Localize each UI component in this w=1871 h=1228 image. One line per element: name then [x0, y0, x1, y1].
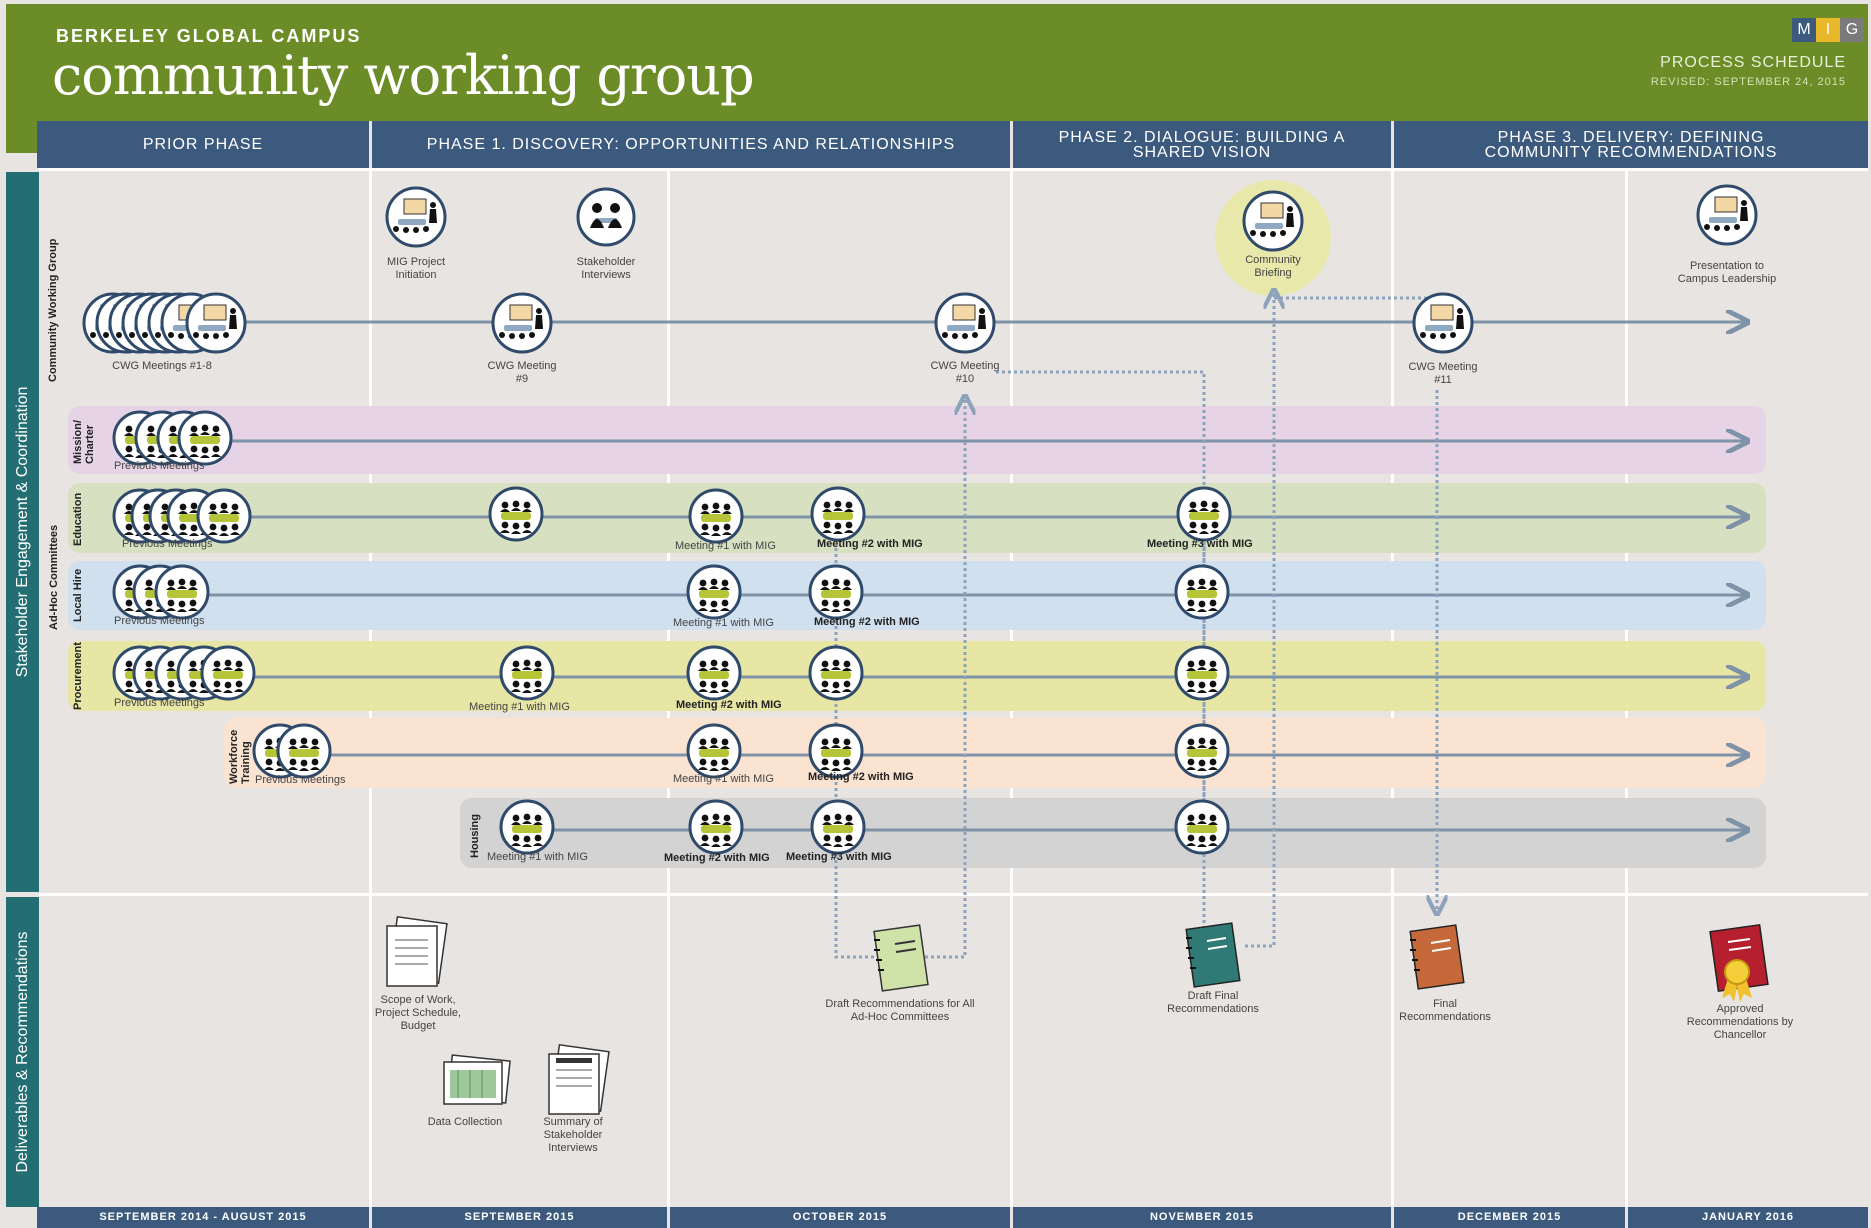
workforce-meeting-3-node [1174, 723, 1230, 779]
housing-meeting-2-node [688, 799, 744, 855]
presentation-leadership-node [1696, 184, 1758, 246]
education-meeting-2-node [810, 486, 866, 542]
label-community-briefing: Community Briefing [1245, 254, 1301, 279]
procurement-meeting-4-node [1174, 645, 1230, 701]
label-procurement-m2: Meeting #2 with MIG [676, 699, 782, 711]
education-meeting-1-node [688, 488, 744, 544]
month-prior: SEPTEMBER 2014 - AUGUST 2015 [37, 1207, 369, 1228]
schedule-title: PROCESS SCHEDULE [1660, 54, 1846, 71]
education-previous-meetings [112, 488, 252, 544]
education-node [488, 486, 544, 542]
procurement-meeting-2-node [686, 645, 742, 701]
procurement-meeting-3-node [808, 645, 864, 701]
label-mig-initiation: MIG Project Initiation [386, 256, 446, 281]
phase-3: PHASE 3. DELIVERY: DEFINING COMMUNITY RE… [1394, 121, 1868, 168]
label-cwg-meeting-9: CWG Meeting #9 [487, 360, 557, 385]
summary-document-icon [548, 1043, 610, 1115]
month-jan-2016: JANUARY 2016 [1628, 1207, 1868, 1228]
label-education-m2: Meeting #2 with MIG [817, 538, 923, 550]
draft-notebook-icon [873, 924, 929, 992]
grid-line [39, 168, 1868, 171]
final-notebook-icon [1409, 924, 1465, 990]
label-previous-localhire: Previous Meetings [114, 615, 205, 627]
approved-book-ribbon-icon [1709, 923, 1769, 1002]
brand-title: BERKELEY GLOBAL CAMPUS [56, 26, 362, 46]
label-draft-final: Draft Final Recommendations [1167, 990, 1259, 1015]
scope-document-icon [386, 915, 448, 987]
draft-final-notebook-icon [1185, 922, 1241, 988]
localhire-meeting-1-node [686, 564, 742, 620]
phase-2: PHASE 2. DIALOGUE: BUILDING A SHARED VIS… [1013, 121, 1391, 168]
housing-meeting-3-node [810, 799, 866, 855]
label-previous-education: Previous Meetings [122, 538, 213, 550]
label-approved: Approved Recommendations by Chancellor [1686, 1003, 1794, 1041]
month-dec-2015: DECEMBER 2015 [1394, 1207, 1625, 1228]
label-cwg-meetings-1-8: CWG Meetings #1-8 [112, 360, 212, 372]
month-nov-2015: NOVEMBER 2015 [1013, 1207, 1391, 1228]
label-draft: Draft Recommendations for All Ad-Hoc Com… [825, 998, 975, 1023]
header-banner: BERKELEY GLOBAL CAMPUS community working… [6, 4, 1868, 121]
housing-meeting-4-node [1174, 799, 1230, 855]
workforce-meeting-1-node [686, 723, 742, 779]
label-workforce-m2: Meeting #2 with MIG [808, 771, 914, 783]
label-housing-m1: Meeting #1 with MIG [487, 851, 588, 863]
page-title: community working group [52, 44, 755, 107]
localhire-previous-meetings [112, 564, 210, 620]
logo-letter-g: G [1840, 18, 1864, 42]
logo-letter-i: I [1816, 18, 1840, 42]
cwg-meeting-10-node [934, 292, 996, 354]
grid-line [39, 893, 1868, 896]
label-final: Final Recommendations [1399, 998, 1491, 1023]
section-engagement: Stakeholder Engagement & Coordination [6, 172, 39, 892]
cwg-meeting-11-node [1412, 292, 1474, 354]
data-collection-icon [443, 1054, 511, 1105]
stakeholder-interviews-node [576, 187, 636, 247]
band-workforce [224, 718, 1766, 788]
label-scope: Scope of Work, Project Schedule, Budget [374, 994, 462, 1032]
label-previous-workforce: Previous Meetings [255, 774, 346, 786]
localhire-meeting-2-node [808, 564, 864, 620]
procurement-meeting-1-node [499, 645, 555, 701]
workforce-previous-meetings [252, 723, 332, 779]
label-education-m3: Meeting #3 with MIG [1147, 538, 1253, 550]
label-data-collection: Data Collection [427, 1116, 503, 1128]
label-education-m1: Meeting #1 with MIG [675, 540, 776, 552]
month-sep-2015: SEPTEMBER 2015 [372, 1207, 667, 1228]
label-cwg-meeting-11: CWG Meeting #11 [1408, 361, 1478, 386]
section-deliverables: Deliverables & Recommendations [6, 897, 39, 1207]
cwg-meeting-9-node [491, 292, 553, 354]
label-housing-m2: Meeting #2 with MIG [664, 852, 770, 864]
month-oct-2015: OCTOBER 2015 [670, 1207, 1010, 1228]
band-housing [460, 798, 1766, 868]
label-summary: Summary of Stakeholder Interviews [543, 1116, 603, 1154]
label-previous-procurement: Previous Meetings [114, 697, 205, 709]
label-workforce-m1: Meeting #1 with MIG [673, 773, 774, 785]
workforce-meeting-2-node [808, 723, 864, 779]
mig-initiation-node [385, 186, 447, 248]
label-presentation-leadership: Presentation to Campus Leadership [1677, 260, 1777, 285]
localhire-meeting-3-node [1174, 564, 1230, 620]
header-corner [6, 121, 37, 153]
label-localhire-m2: Meeting #2 with MIG [814, 616, 920, 628]
label-cwg-meeting-10: CWG Meeting #10 [930, 360, 1000, 385]
mission-previous-meetings [112, 410, 233, 466]
cwg-meetings-1-8-stack [82, 292, 247, 354]
label-procurement-m1: Meeting #1 with MIG [469, 701, 570, 713]
label-housing-m3: Meeting #3 with MIG [786, 851, 892, 863]
revised-date: REVISED: SEPTEMBER 24, 2015 [1650, 76, 1846, 88]
education-meeting-3-node [1176, 486, 1232, 542]
phase-1: PHASE 1. DISCOVERY: OPPORTUNITIES AND RE… [372, 121, 1010, 168]
label-stakeholder-interviews: Stakeholder Interviews [576, 256, 636, 281]
phase-prior: PRIOR PHASE [37, 121, 369, 168]
procurement-previous-meetings [112, 645, 256, 701]
label-previous-mission: Previous Meetings [114, 460, 205, 472]
logo-letter-m: M [1792, 18, 1816, 42]
label-localhire-m1: Meeting #1 with MIG [673, 617, 774, 629]
community-briefing-node [1242, 190, 1304, 252]
housing-meeting-1-node [499, 799, 555, 855]
